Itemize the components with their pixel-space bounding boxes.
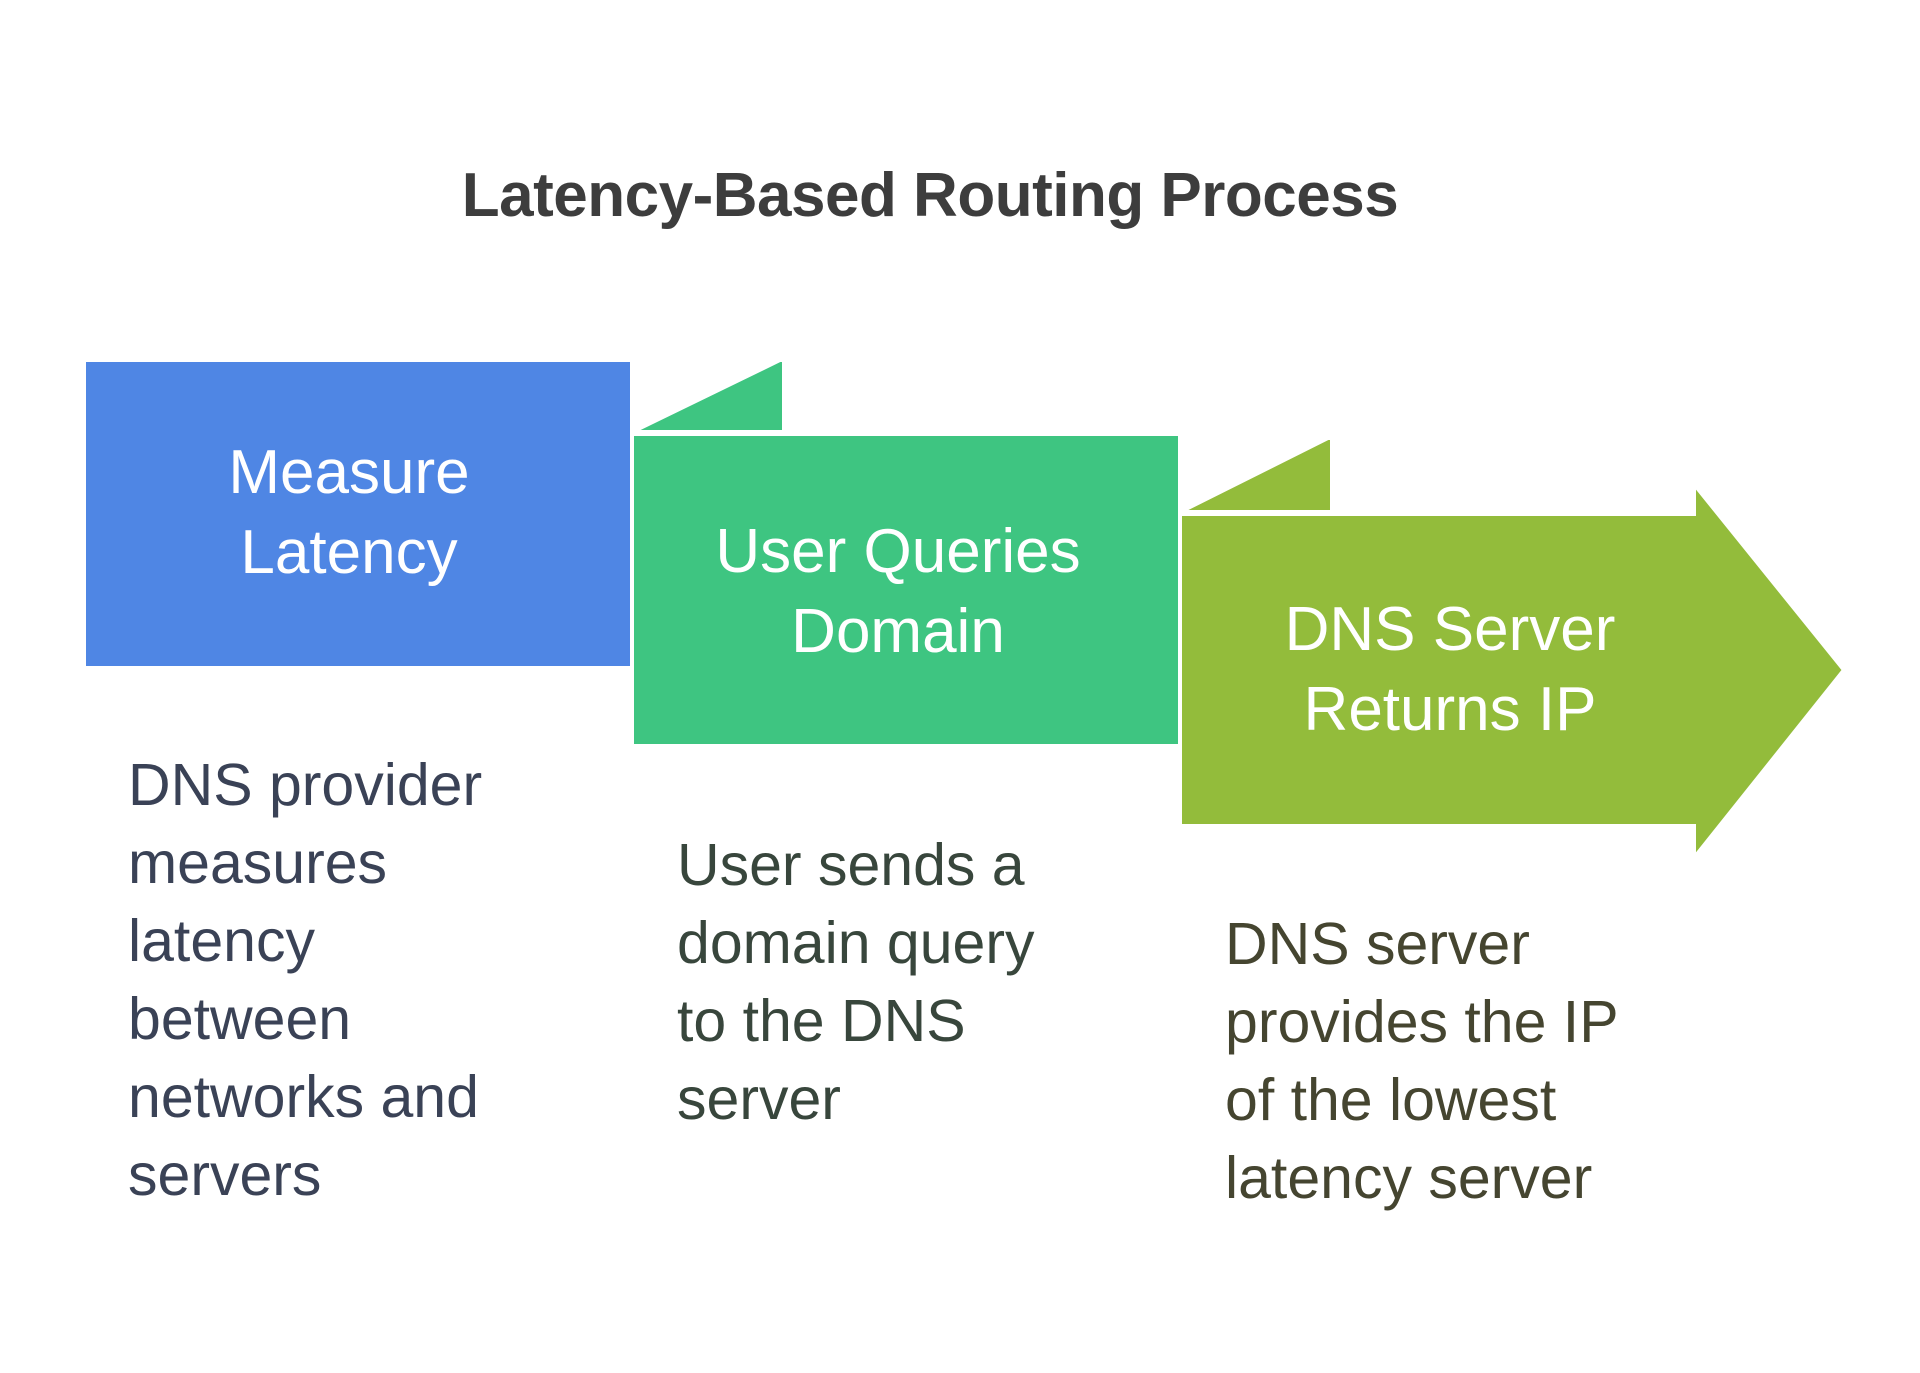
- step-2-description: User sends a domain query to the DNS ser…: [677, 832, 1035, 1132]
- diagram-title: Latency-Based Routing Process: [461, 161, 1399, 230]
- step-2-ribbon: [630, 432, 1182, 748]
- step-1-label: Measure Latency: [228, 438, 470, 587]
- step-1-fold: [630, 358, 786, 434]
- step-1-ribbon: [82, 358, 634, 670]
- step-1-description: DNS provider measures latency between ne…: [128, 752, 483, 1208]
- step-3-arrow: [1178, 478, 1847, 864]
- step-2-label: User Queries Domain: [715, 517, 1081, 666]
- step-2-fold: [1178, 436, 1334, 514]
- step-3-description: DNS server provides the IP of the lowest…: [1225, 911, 1619, 1211]
- step-3-label: DNS Server Returns IP: [1284, 595, 1616, 744]
